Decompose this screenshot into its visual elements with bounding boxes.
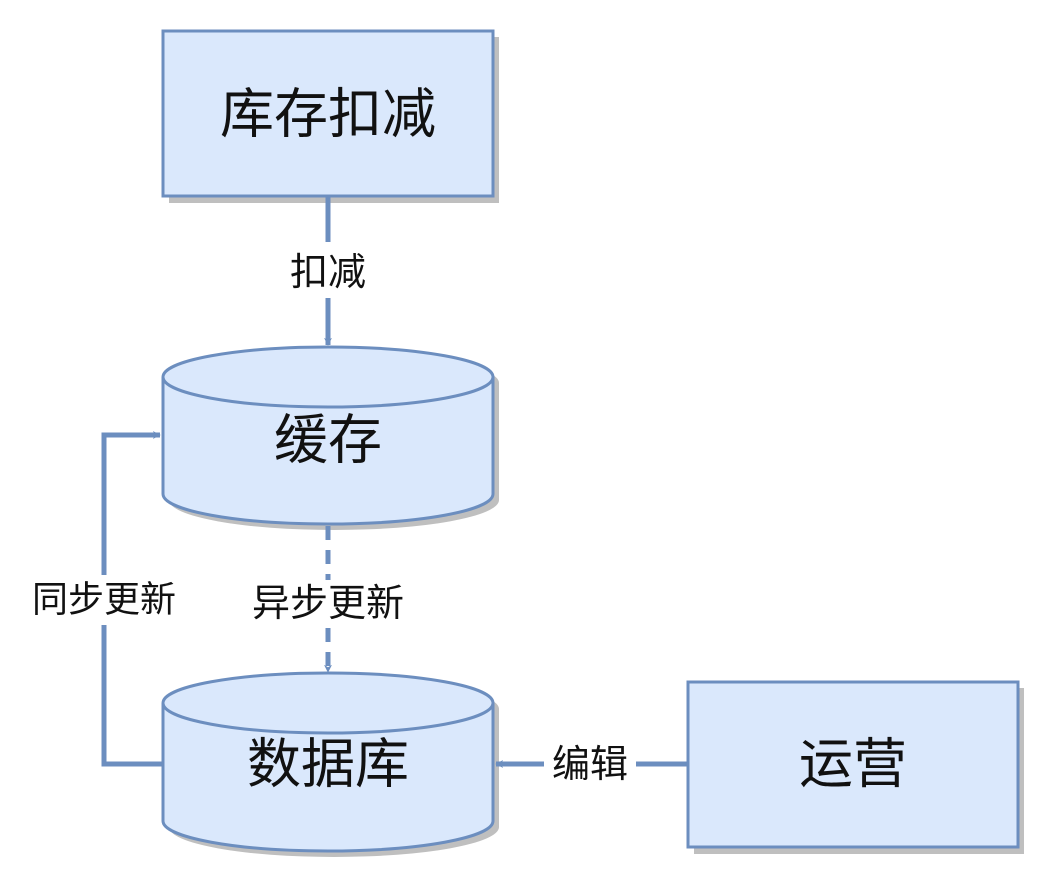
edge-sync-update-line-arrow: [101, 431, 161, 575]
node-database[interactable]: 数据库: [161, 671, 495, 853]
edge-sync-update-label: 同步更新: [32, 580, 176, 621]
edge-async-update[interactable]: 异步更新: [252, 526, 404, 673]
database-cylinder-body: [161, 703, 495, 853]
edge-deduct-label: 扣减: [290, 250, 366, 294]
edge-deduct[interactable]: 扣减: [290, 197, 366, 346]
cache-cylinder-top: [161, 345, 495, 409]
stock-deduct-label: 库存扣减: [220, 83, 436, 146]
stock-deduct-box: [161, 29, 495, 198]
node-cache[interactable]: 缓存: [161, 345, 495, 526]
edge-sync-update[interactable]: 同步更新: [32, 431, 176, 767]
database-label: 数据库: [247, 733, 409, 796]
node-operations[interactable]: 运营: [686, 680, 1020, 849]
operations-label: 运营: [799, 733, 907, 796]
edge-sync-update-line: [101, 625, 162, 767]
edge-edit[interactable]: 编辑: [495, 742, 687, 786]
edge-async-update-label: 异步更新: [252, 581, 404, 625]
operations-box: [686, 680, 1020, 849]
cache-label: 缓存: [274, 409, 382, 472]
node-stock-deduct[interactable]: 库存扣减: [161, 29, 495, 198]
database-cylinder-top: [161, 671, 495, 735]
edge-edit-label: 编辑: [552, 742, 628, 786]
cache-cylinder-body: [161, 377, 495, 526]
